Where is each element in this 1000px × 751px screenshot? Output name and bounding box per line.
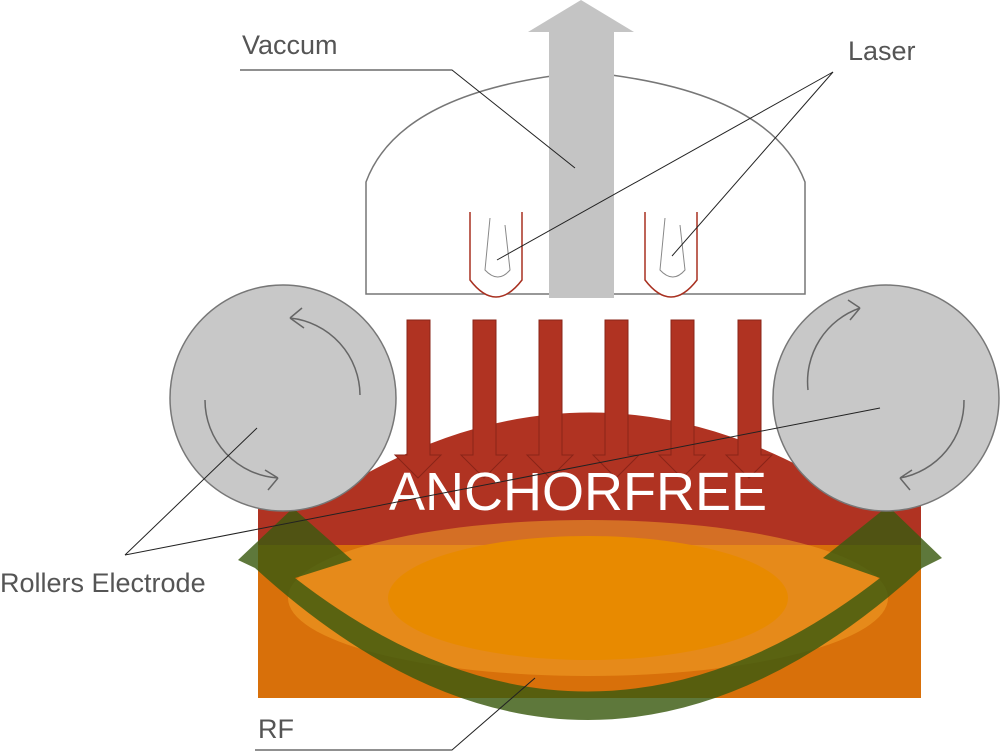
leader-rf: [255, 677, 536, 751]
roller-electrode-right: [772, 284, 1000, 512]
rf-arrow-icon: [238, 506, 942, 720]
tissue-bulge: [330, 412, 850, 495]
laser-tube-icon: [644, 212, 698, 298]
leader-laser-left: [496, 71, 834, 261]
vacuum-pin-6: [724, 319, 774, 479]
label-rollers: Rollers Electrode: [0, 568, 206, 598]
vacuum-pin-3: [525, 319, 575, 479]
vacuum-pin-1: [393, 319, 443, 479]
laser-tube-icon: [469, 212, 523, 298]
roller-electrode-icon: [772, 284, 1000, 512]
leader-lines: [124, 69, 881, 751]
rotation-arrow-icon: [289, 307, 361, 396]
rotation-arrow-icon: [204, 399, 279, 491]
heat-zone: [388, 536, 788, 660]
label-vacuum: Vaccum: [242, 30, 338, 60]
vacuum-arrow-icon: [528, 0, 634, 298]
leader-rollers-right: [124, 407, 881, 556]
laser-beam-icon: [659, 217, 686, 278]
vacuum-pin-5: [657, 319, 707, 479]
vacuum-pin-2: [459, 319, 509, 479]
laser-beam-icon: [484, 217, 511, 278]
leader-vacuum: [240, 69, 576, 169]
leader-rollers-left: [124, 427, 258, 556]
roller-electrode-left: [169, 284, 397, 512]
label-laser: Laser: [848, 36, 916, 66]
roller-electrode-icon: [169, 284, 397, 512]
label-rf: RF: [258, 714, 294, 744]
rotation-arrow-icon: [899, 399, 965, 491]
brand-text: ANCHORFREE: [389, 462, 767, 522]
vacuum-pins: [393, 319, 774, 479]
laser-left: [469, 212, 523, 298]
vacuum-pin-4: [591, 319, 641, 479]
laser-right: [644, 212, 698, 298]
leader-laser-right: [671, 71, 834, 257]
rotation-arrow-icon: [806, 299, 861, 391]
